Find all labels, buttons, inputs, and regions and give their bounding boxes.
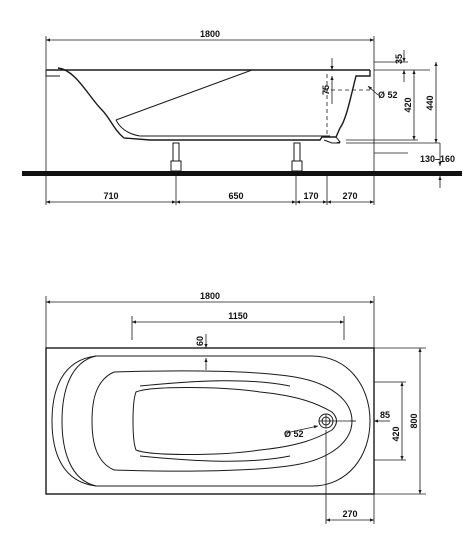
side-dimension-lines [46, 38, 442, 204]
tub-side-outline [45, 67, 371, 144]
side-710-label: 710 [103, 191, 118, 201]
top-60-label: 60 [195, 336, 205, 346]
side-75-label: 75 [321, 85, 331, 95]
side-270-label: 270 [342, 191, 357, 201]
top-length-label: 1800 [200, 291, 220, 301]
floor-line [22, 171, 462, 176]
top-dimension-lines [46, 300, 422, 522]
side-35-label: 35 [394, 54, 404, 64]
drain-icon [318, 413, 334, 429]
top-270-label: 270 [342, 509, 357, 519]
top-inner-width-label: 420 [391, 426, 401, 441]
side-420-label: 420 [403, 97, 413, 112]
tub-top-inner [51, 355, 371, 487]
side-extension-lines [45, 36, 440, 205]
top-inner-length-label: 1150 [228, 311, 248, 321]
side-length-label: 1800 [200, 29, 220, 39]
top-drain-label: Ø 52 [284, 429, 304, 439]
side-drain-label: Ø 52 [378, 90, 398, 100]
top-view: 1800 1150 60 800 420 85 Ø 52 270 [45, 291, 426, 524]
top-width-label: 800 [409, 413, 419, 428]
side-view: 1800 710 650 170 270 35 75 Ø 52 420 440 … [22, 29, 462, 205]
top-85-label: 85 [380, 410, 390, 420]
side-leg-height-label: 130–160 [420, 154, 455, 164]
side-650-label: 650 [228, 191, 243, 201]
side-440-label: 440 [425, 95, 435, 110]
tub-legs [170, 142, 303, 172]
side-170-label: 170 [303, 191, 318, 201]
